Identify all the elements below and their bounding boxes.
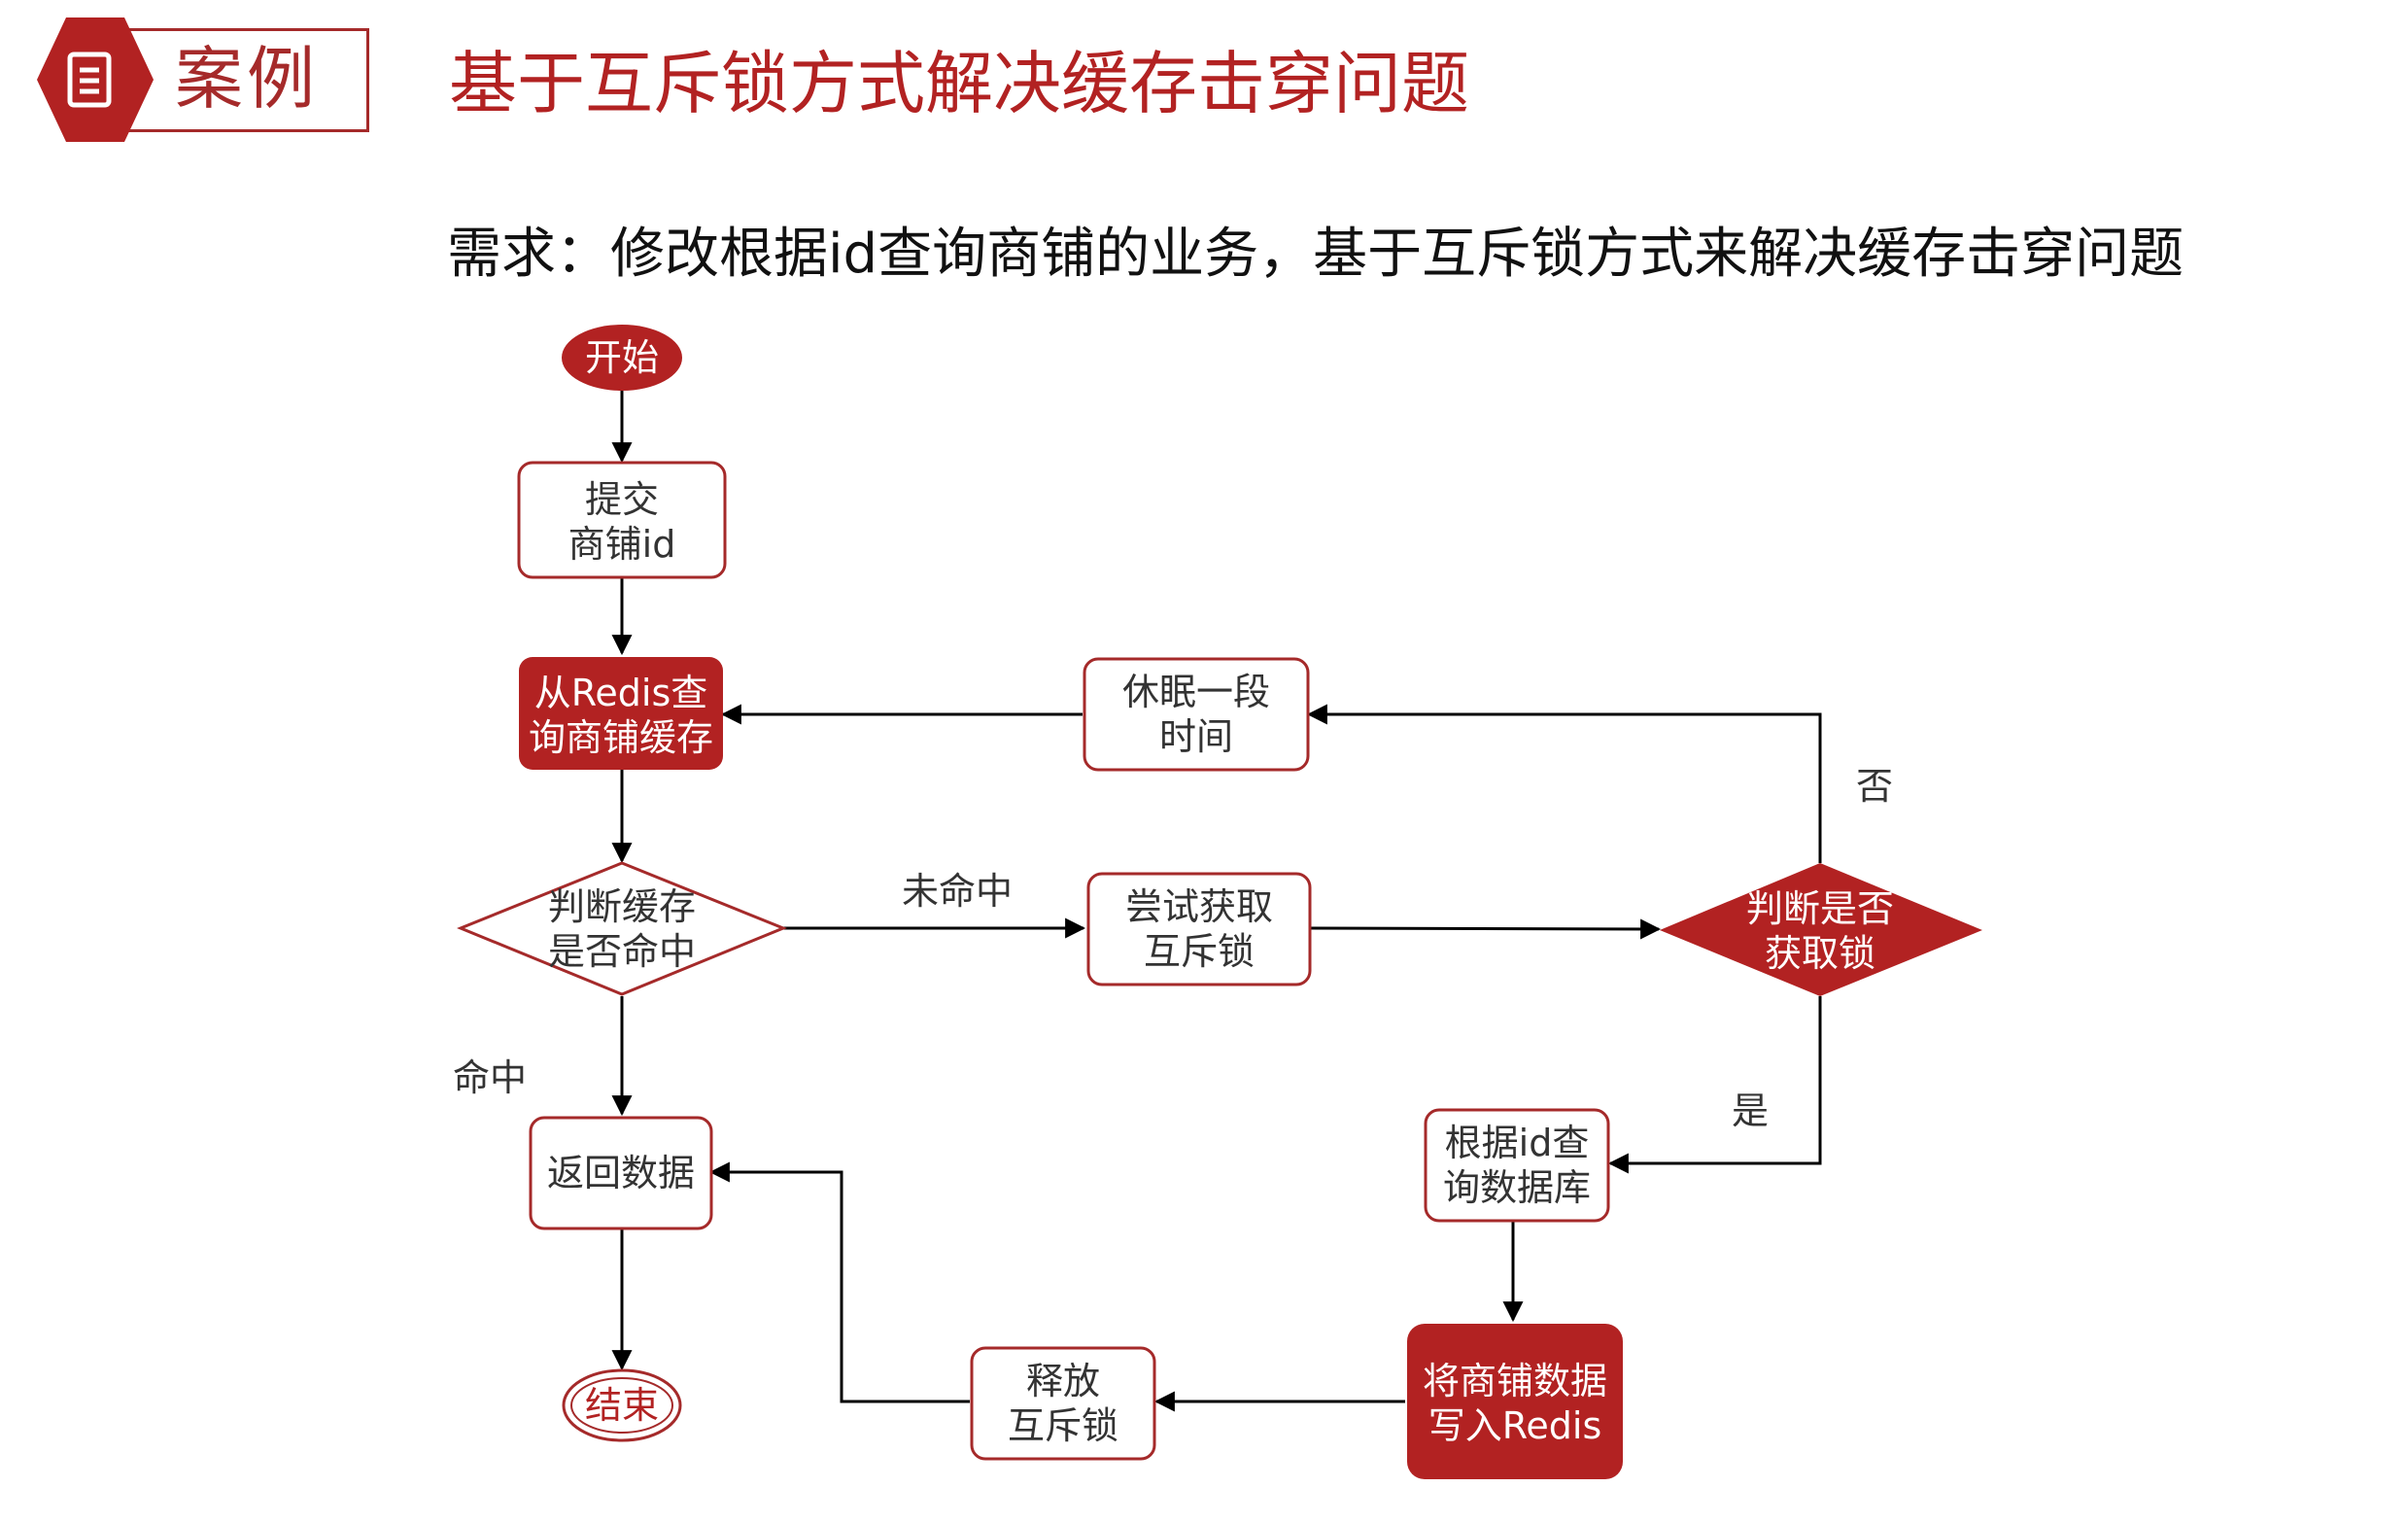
node-sleep-line2: 时间: [1159, 715, 1233, 758]
edge-label-yes: 是: [1732, 1090, 1769, 1132]
node-release-lock-line1: 释放: [1026, 1360, 1100, 1402]
node-return-data-text: 返回数据: [547, 1152, 695, 1194]
node-release-lock: 释放 互斥锁: [970, 1346, 1156, 1461]
edge-checklock-sleep: [1306, 704, 1822, 863]
node-query-redis-line2: 询商铺缓存: [529, 716, 713, 759]
flow-edges: [611, 391, 1822, 1412]
node-try-lock: 尝试获取 互斥锁: [1086, 872, 1312, 986]
node-write-redis-line2: 写入Redis: [1428, 1404, 1602, 1447]
node-query-redis-line1: 从Redis查: [534, 672, 708, 714]
node-check-cache: 判断缓存 是否命中: [457, 861, 787, 996]
edge-checklock-querydb: [1607, 996, 1822, 1174]
edge-label-hit: 命中: [453, 1056, 527, 1099]
node-end-text: 结束: [585, 1384, 659, 1427]
edge-trylock-checklock: [1309, 918, 1662, 940]
header-badge-label: 案例: [175, 39, 319, 119]
node-return-data: 返回数据: [529, 1116, 713, 1230]
node-query-db-line1: 根据id查: [1445, 1122, 1590, 1164]
node-query-db: 根据id查 询数据库: [1424, 1108, 1610, 1223]
node-end: 结束: [562, 1368, 682, 1442]
edge-label-no: 否: [1856, 765, 1893, 808]
node-sleep: 休眠一段 时间: [1083, 657, 1310, 772]
node-check-cache-line1: 判断缓存: [548, 885, 696, 928]
node-start-text: 开始: [585, 336, 659, 379]
page-title: 基于互斥锁方式解决缓存击穿问题: [449, 44, 1469, 123]
node-check-cache-line2: 是否命中: [548, 930, 696, 973]
node-query-redis: 从Redis查 询商铺缓存: [519, 657, 723, 770]
node-check-lock: 判断是否 获取锁: [1660, 863, 1982, 996]
requirement-text: 需求：修改根据id查询商铺的业务，基于互斥锁方式来解决缓存击穿问题: [447, 223, 2184, 286]
node-write-redis: 将商铺数据 写入Redis: [1407, 1324, 1623, 1479]
node-write-redis-line1: 将商铺数据: [1423, 1360, 1607, 1402]
node-query-db-line2: 询数据库: [1443, 1166, 1591, 1209]
node-submit-line1: 提交: [585, 478, 659, 521]
node-release-lock-line2: 互斥锁: [1008, 1404, 1118, 1447]
node-submit: 提交 商铺id: [517, 461, 727, 579]
node-try-lock-line1: 尝试获取: [1125, 885, 1273, 928]
node-submit-line2: 商铺id: [568, 523, 676, 566]
edge-label-miss: 未命中: [902, 870, 1013, 913]
edge-release-return: [708, 1161, 970, 1403]
node-sleep-line1: 休眠一段: [1122, 671, 1270, 713]
node-check-lock-line1: 判断是否: [1746, 887, 1894, 930]
document-icon: [67, 52, 112, 108]
node-start: 开始: [562, 325, 682, 391]
node-check-lock-line2: 获取锁: [1765, 932, 1875, 975]
node-try-lock-line2: 互斥锁: [1144, 930, 1255, 973]
